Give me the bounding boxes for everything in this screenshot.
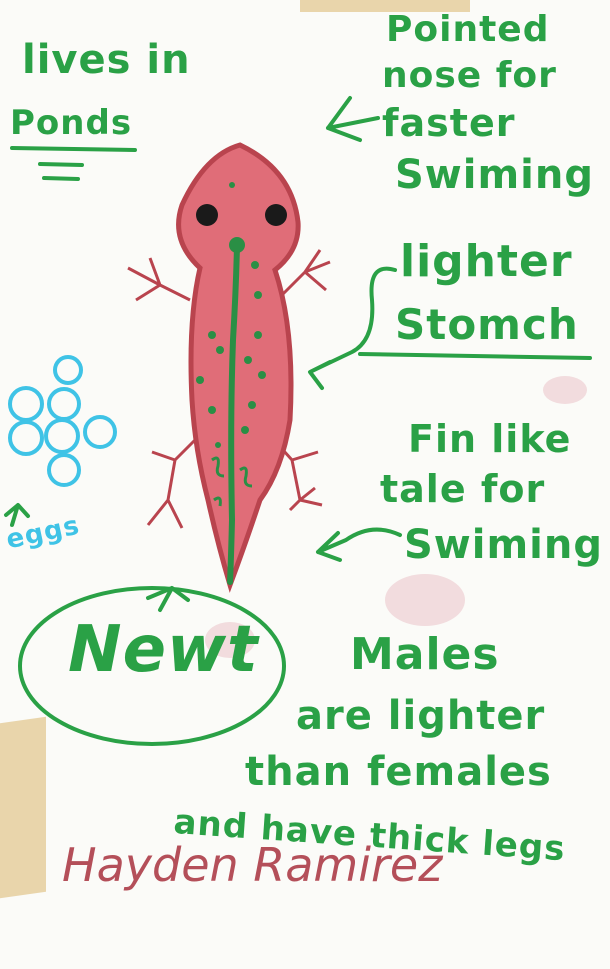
fin-label-2: tale for [380,470,545,508]
stomach-label-2: Stomch [395,304,579,346]
stomach-underline [360,354,590,358]
males-label-3: than females [245,752,552,792]
fin-label-1: Fin like [408,420,571,458]
stomach-label-1: lighter [400,240,573,284]
males-label-1: Males [350,633,500,677]
males-label-2: are lighter [296,696,545,736]
ponds-underline-2 [40,164,82,179]
fin-label-3: Swiming [404,525,603,565]
eggs-cluster [10,357,115,485]
nose-label-3: faster [382,104,515,142]
left-eye-icon [196,204,218,226]
lives-in-label: lives in [22,40,191,80]
ponds-label: Ponds [10,106,132,140]
right-eye-icon [265,204,287,226]
newt-title: Newt [68,618,259,682]
ponds-underline-1 [12,148,135,150]
nose-label-1: Pointed [386,12,549,48]
tail-arrow [318,530,400,560]
artist-signature: Hayden Ramirez [62,842,442,888]
nose-label-4: Swiming [395,155,594,195]
newt-drawing [128,145,330,585]
front-left-leg [128,258,190,300]
nose-label-2: nose for [382,58,557,94]
nose-arrow [328,98,378,140]
